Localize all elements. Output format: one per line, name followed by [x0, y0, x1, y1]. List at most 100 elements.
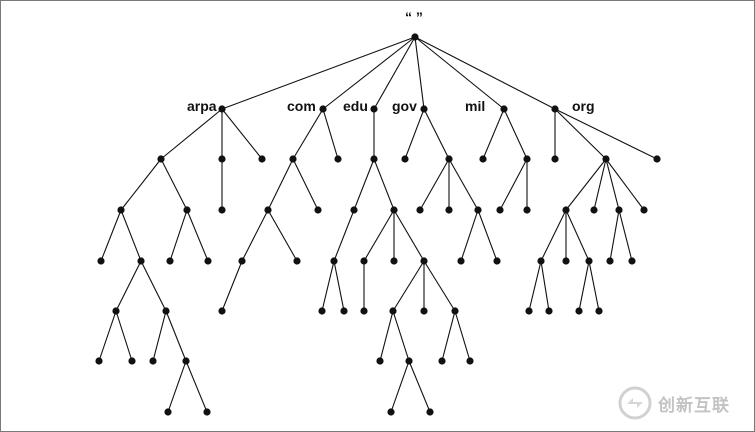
tree-edge-a11-a111 — [100, 209, 122, 262]
tree-node-e122 — [390, 257, 398, 265]
tree-edge-m2-m21 — [499, 158, 528, 211]
tree-node-e123121 — [387, 408, 395, 416]
tree-node-o3 — [653, 155, 661, 163]
tree-edge-a11-a112 — [120, 209, 142, 262]
tree-node-o1 — [551, 155, 559, 163]
tree-node-e121 — [360, 257, 368, 265]
tree-node-c2 — [334, 155, 342, 163]
tree-edge-e123-e1231 — [392, 260, 425, 312]
tree-edge-root-arpa — [221, 36, 416, 110]
tree-edges — [98, 36, 658, 413]
tree-edge-e123-e1233 — [423, 260, 456, 312]
tree-edge-e11-e111 — [333, 209, 355, 262]
tree-edge-com-c2 — [322, 108, 339, 160]
tree-node-a11221 — [149, 357, 157, 365]
tree-node-a12 — [183, 206, 191, 214]
tree-node-e12311 — [376, 357, 384, 365]
tree-node-e111 — [330, 257, 338, 265]
tree-edge-o21-o211 — [540, 209, 567, 262]
tree-node-m21 — [496, 206, 504, 214]
tree-edge-a11222-a112222 — [185, 360, 208, 413]
tree-node-e1232 — [420, 307, 428, 315]
tree-node-g21 — [416, 206, 424, 214]
tree-edge-g23-g232 — [477, 209, 498, 262]
tree-node-o232 — [628, 257, 636, 265]
tree-edge-a1-a11 — [120, 158, 162, 211]
tree-edge-o2-o21 — [565, 158, 607, 211]
tree-edge-a1122-a11221 — [152, 310, 167, 362]
tree-node-a11222 — [182, 357, 190, 365]
tree-node-e1112 — [340, 307, 348, 315]
tree-edge-gov-g1 — [404, 108, 425, 160]
tree-edge-root-com — [322, 36, 416, 110]
tree-edge-e12312-e123121 — [390, 360, 410, 413]
tree-edge-com-c1 — [292, 108, 324, 160]
tree-node-g1 — [401, 155, 409, 163]
tree-node-a2 — [218, 155, 226, 163]
tree-edge-o21-o213 — [565, 209, 590, 262]
tree-node-a1 — [157, 155, 165, 163]
tree-edge-a11222-a112221 — [167, 360, 187, 413]
tree-node-a1122 — [162, 307, 170, 315]
tree-node-gov — [420, 105, 428, 113]
tree-edge-o2-o24 — [605, 158, 645, 211]
tree-node-c1 — [289, 155, 297, 163]
tree-node-a11211 — [95, 357, 103, 365]
tree-node-e12 — [390, 206, 398, 214]
tree-node-c11 — [264, 206, 272, 214]
domain-label-edu: edu — [343, 98, 368, 114]
tree-node-o231 — [606, 257, 614, 265]
tree-node-c1111 — [218, 307, 226, 315]
tree-node-a122 — [204, 257, 212, 265]
tree-edge-e1233-e12332 — [454, 310, 471, 362]
tree-node-o22 — [590, 206, 598, 214]
tree-edge-a1121-a11212 — [115, 310, 133, 362]
tree-edge-e1233-e12331 — [441, 310, 456, 362]
domain-label-arpa: arpa — [187, 98, 217, 114]
tree-node-e12331 — [438, 357, 446, 365]
tree-node-g2 — [445, 155, 453, 163]
tree-node-e1 — [370, 155, 378, 163]
tree-node-o24 — [640, 206, 648, 214]
tree-edge-o2-o22 — [593, 158, 607, 211]
tree-edge-g2-g23 — [448, 158, 479, 211]
tree-edge-a112-a1121 — [115, 260, 142, 312]
tree-edge-e111-e1111 — [321, 260, 335, 312]
tree-edge-root-edu — [373, 36, 416, 110]
tree-edge-a112-a1122 — [140, 260, 167, 312]
root-label: “ ” — [405, 9, 423, 25]
domain-label-org: org — [572, 98, 595, 114]
tree-node-e1231 — [389, 307, 397, 315]
tree-node-a11 — [117, 206, 125, 214]
tree-edge-a1-a12 — [160, 158, 188, 211]
tree-edge-mil-m1 — [482, 108, 505, 160]
tree-edge-e1-e12 — [373, 158, 395, 211]
tree-edge-e12-e121 — [363, 209, 395, 262]
tree-node-com — [319, 105, 327, 113]
tree-node-c111 — [238, 257, 246, 265]
tree-node-a112221 — [164, 408, 172, 416]
tree-node-o2131 — [575, 307, 583, 315]
tree-node-e1111 — [318, 307, 326, 315]
tree-node-a111 — [97, 257, 105, 265]
tree-node-o2 — [602, 155, 610, 163]
tree-node-e1233 — [451, 307, 459, 315]
tree-edge-e1231-e12311 — [379, 310, 394, 362]
tree-edge-o23-o231 — [609, 209, 620, 262]
tree-node-a112 — [137, 257, 145, 265]
tree-edge-e1231-e12312 — [392, 310, 410, 362]
tree-node-m22 — [523, 206, 531, 214]
tree-edge-g23-g231 — [460, 209, 479, 262]
tree-node-o211 — [537, 257, 545, 265]
tree-edge-o213-o2132 — [588, 260, 600, 312]
tree-node-g23 — [474, 206, 482, 214]
watermark: 创新互联 — [618, 383, 754, 423]
tree-node-o212 — [562, 257, 570, 265]
tree-node-edu — [370, 105, 378, 113]
tree-nodes — [95, 33, 661, 416]
tree-node-a11212 — [128, 357, 136, 365]
tree-node-org — [551, 105, 559, 113]
domain-label-com: com — [287, 98, 316, 114]
